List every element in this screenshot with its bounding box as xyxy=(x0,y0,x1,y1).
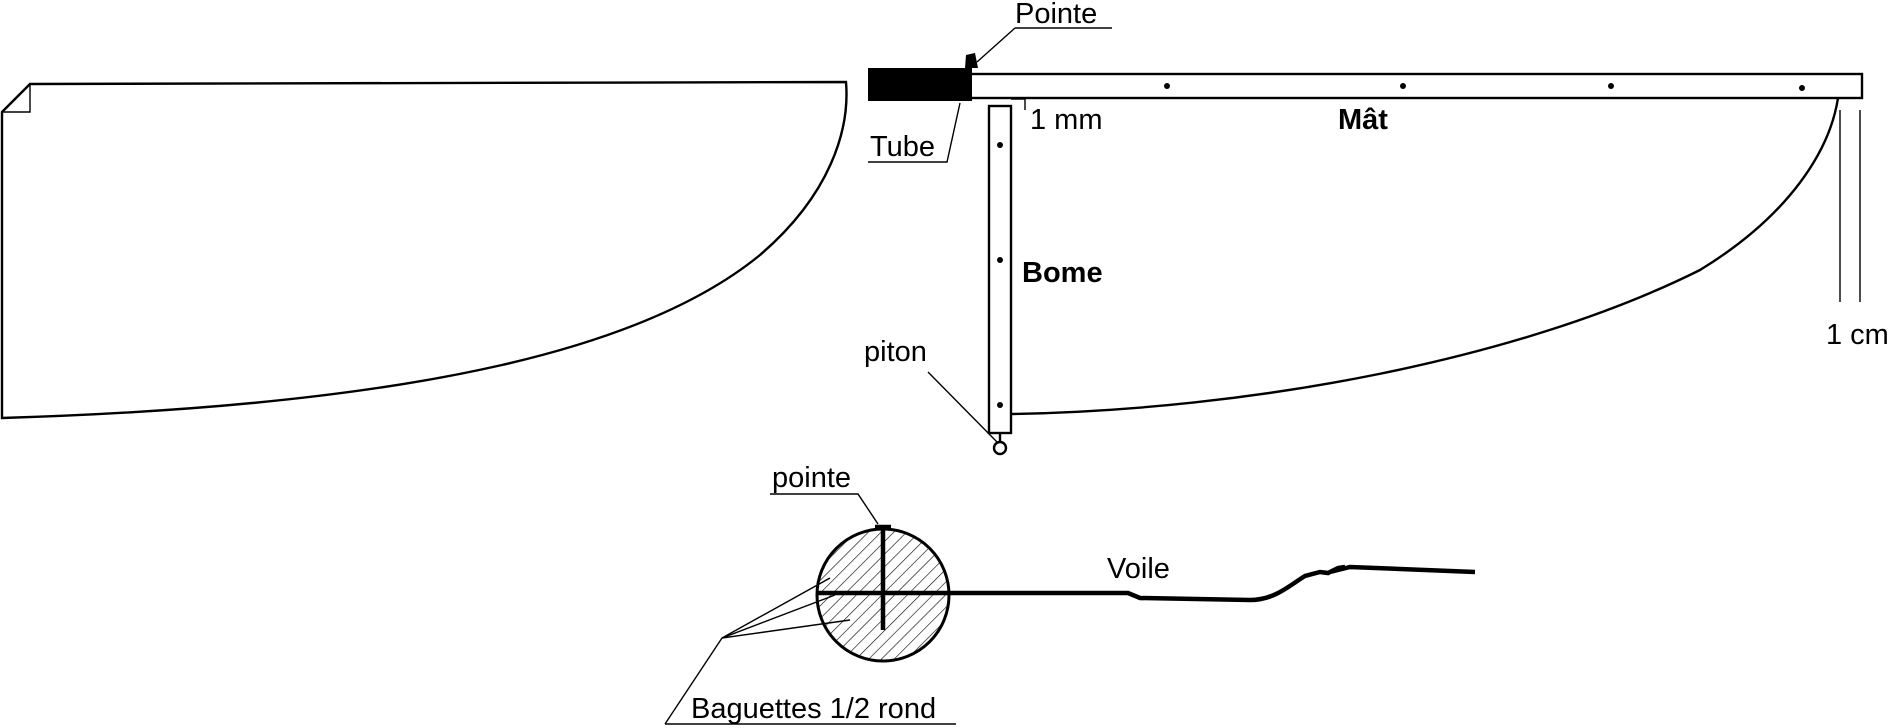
gap-marker xyxy=(1011,98,1026,110)
label-mat: Mât xyxy=(1338,104,1388,136)
label-baguettes: Baguettes 1/2 rond xyxy=(691,693,936,725)
label-1cm: 1 cm xyxy=(1826,319,1889,351)
pointe-tip xyxy=(965,53,978,68)
label-pointe-top: Pointe xyxy=(1015,0,1097,30)
label-1mm: 1 mm xyxy=(1030,104,1103,136)
flat-sail-pattern xyxy=(0,80,848,420)
sail-edge xyxy=(1010,97,1840,416)
label-bome: Bome xyxy=(1022,257,1103,289)
piton-ring xyxy=(992,440,1008,456)
tube xyxy=(868,68,972,101)
leaders-bottom xyxy=(664,493,956,725)
rigged-sail xyxy=(868,53,1864,456)
label-pointe-bottom: pointe xyxy=(772,462,851,494)
folded-corner xyxy=(2,84,31,113)
label-piton: piton xyxy=(864,336,927,368)
mast-pins xyxy=(1164,83,1805,91)
cross-section xyxy=(815,524,1476,663)
leaders-top xyxy=(868,27,1112,443)
mast xyxy=(968,72,1864,100)
voile-line xyxy=(949,564,1476,603)
label-tube: Tube xyxy=(870,131,935,163)
label-voile: Voile xyxy=(1107,553,1170,585)
sail-outline xyxy=(0,80,848,420)
boom-pins xyxy=(997,142,1003,408)
boom xyxy=(987,104,1013,435)
